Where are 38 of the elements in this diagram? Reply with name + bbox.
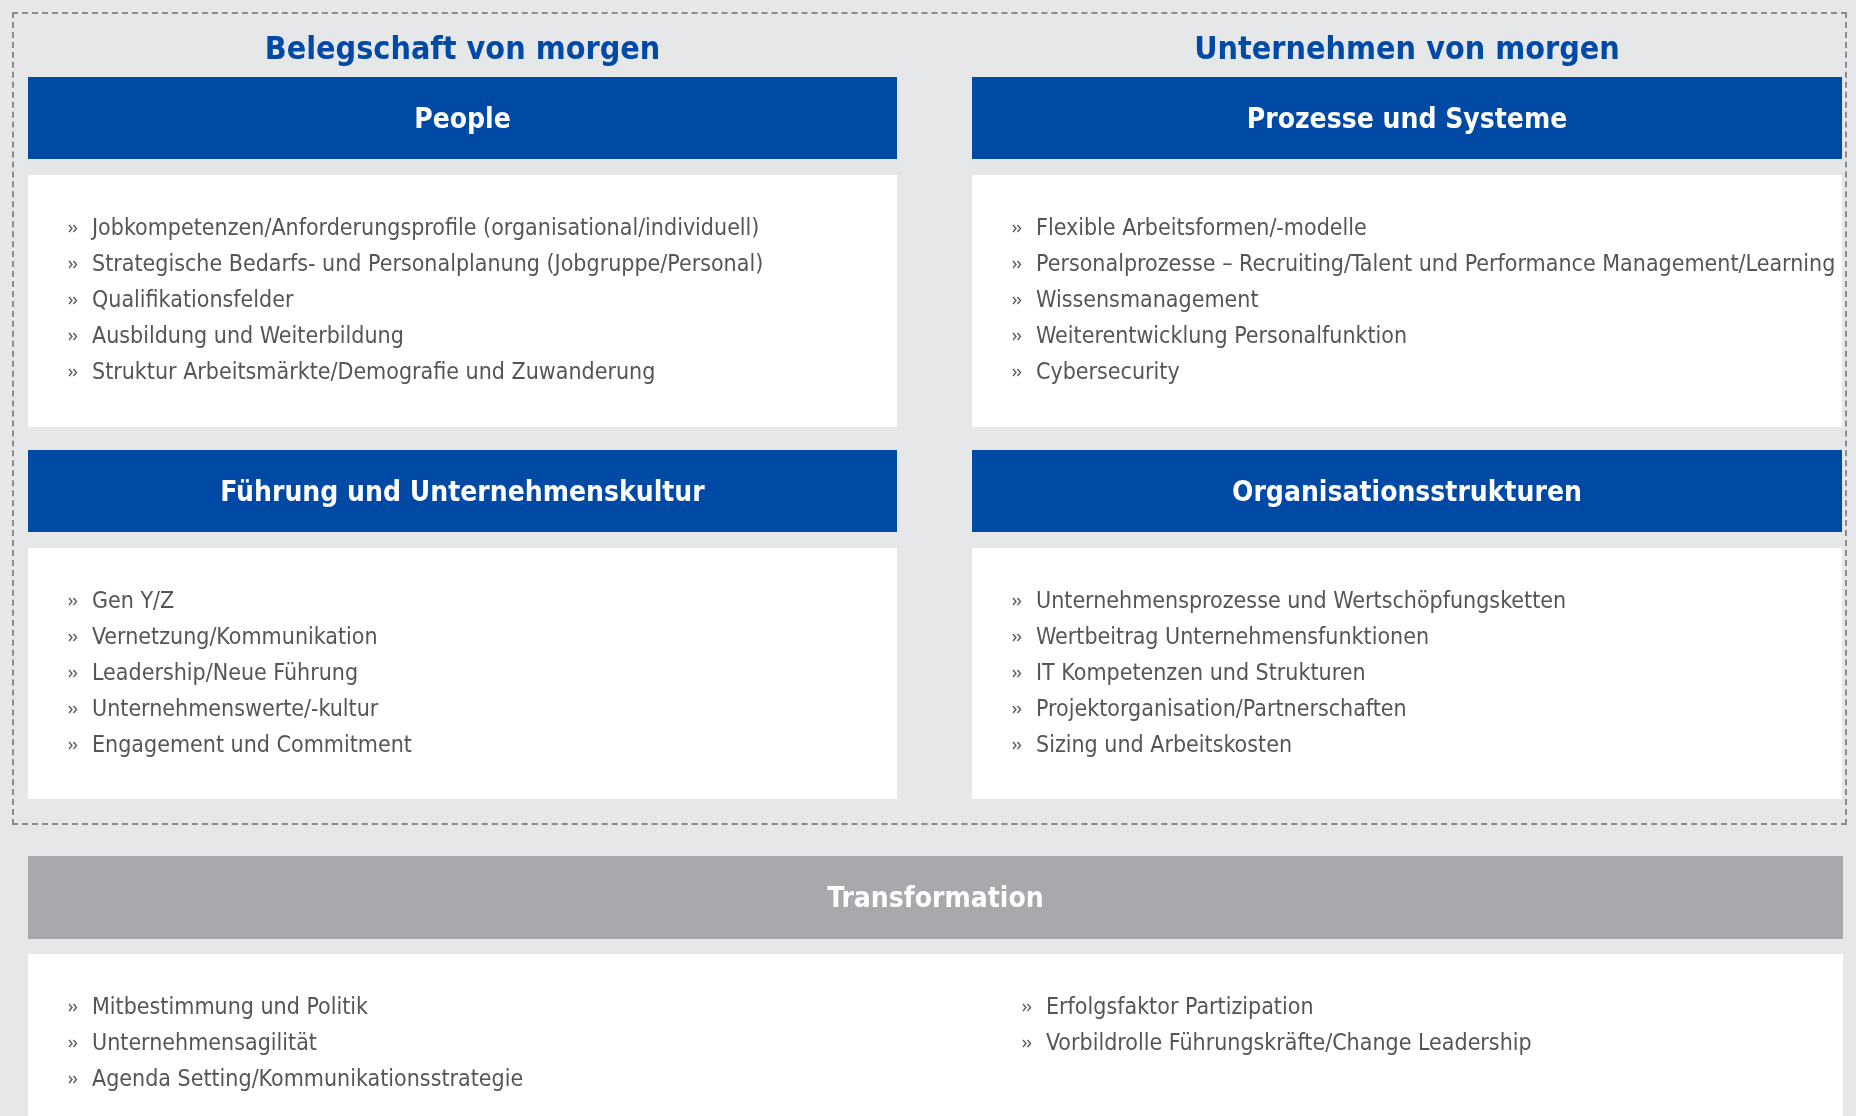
list-item: Engagement und Commitment xyxy=(68,726,412,762)
content-panel xyxy=(972,175,1842,427)
list-item: Agenda Setting/Kommunikationsstrategie xyxy=(68,1060,524,1096)
content-panel xyxy=(28,175,897,427)
list-item: Wissensmanagement xyxy=(1012,281,1259,317)
section-header: Prozesse und Systeme xyxy=(972,77,1842,159)
list-item: Unternehmenswerte/-kultur xyxy=(68,690,379,726)
section-header: Transformation xyxy=(28,856,1843,939)
content-panel xyxy=(972,548,1842,799)
dashed-frame xyxy=(12,12,1847,825)
list-item: Struktur Arbeitsmärkte/Demografie und Zuwanderung xyxy=(68,353,656,389)
list-item: Jobkompetenzen/Anforderungsprofile (organisational/individuell) xyxy=(68,209,760,245)
section-header: People xyxy=(28,77,897,159)
list-item: Sizing und Arbeitskosten xyxy=(1012,726,1292,762)
column-heading: Belegschaft von morgen xyxy=(263,28,662,69)
column-heading: Unternehmen von morgen xyxy=(1193,28,1621,69)
list-item: Personalprozesse – Recruiting/Talent und Performance Management/Learning xyxy=(1012,245,1836,281)
content-panel xyxy=(28,954,1843,1116)
section-header: Organisationsstrukturen xyxy=(972,450,1842,532)
list-item: Unternehmensagilität xyxy=(68,1024,317,1060)
list-item: Flexible Arbeitsformen/-modelle xyxy=(1012,209,1367,245)
list-item: Strategische Bedarfs- und Personalplanung (Jobgruppe/Personal) xyxy=(68,245,764,281)
list-item: Gen Y/Z xyxy=(68,582,175,618)
list-item: Projektorganisation/Partnerschaften xyxy=(1012,690,1407,726)
list-item: Qualifikationsfelder xyxy=(68,281,294,317)
list-item: Mitbestimmung und Politik xyxy=(68,988,369,1024)
list-item: Vorbildrolle Führungskräfte/Change Leadership xyxy=(1022,1024,1532,1060)
list-item: Unternehmensprozesse und Wertschöpfungsketten xyxy=(1012,582,1567,618)
list-item: Leadership/Neue Führung xyxy=(68,654,359,690)
list-item: Vernetzung/Kommunikation xyxy=(68,618,378,654)
list-item: Cybersecurity xyxy=(1012,353,1180,389)
list-item: Erfolgsfaktor Partizipation xyxy=(1022,988,1314,1024)
list-item: Wertbeitrag Unternehmensfunktionen xyxy=(1012,618,1430,654)
list-item: IT Kompetenzen und Strukturen xyxy=(1012,654,1366,690)
section-header: Führung und Unternehmenskultur xyxy=(28,450,897,532)
list-item: Weiterentwicklung Personalfunktion xyxy=(1012,317,1408,353)
content-panel xyxy=(28,548,897,799)
list-item: Ausbildung und Weiterbildung xyxy=(68,317,404,353)
